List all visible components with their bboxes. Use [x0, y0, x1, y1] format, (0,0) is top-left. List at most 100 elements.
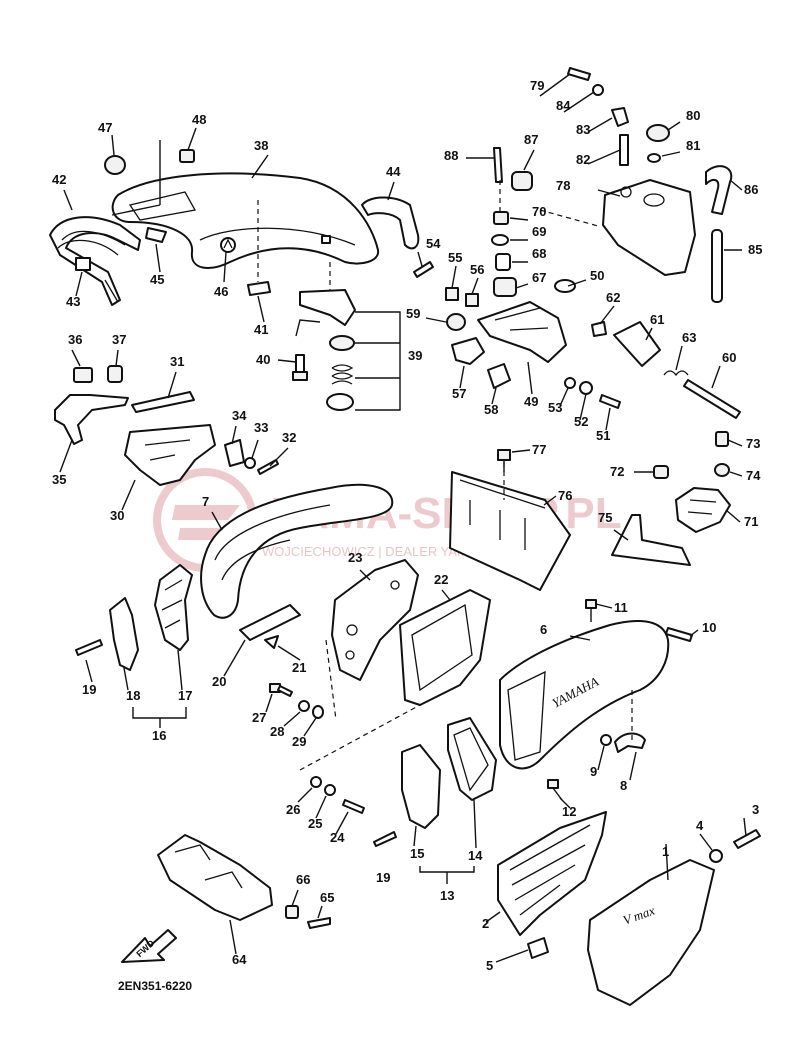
part-26-collar [310, 776, 322, 788]
part-64-tray [157, 834, 273, 921]
part-33-washer [244, 457, 256, 469]
callout-30: 30 [110, 508, 124, 523]
callout-7: 7 [202, 494, 209, 509]
part-9-washer [600, 734, 612, 746]
part-81-washer [647, 153, 661, 163]
callout-74: 74 [746, 468, 761, 483]
callout-37: 37 [112, 332, 126, 347]
part-8-bracket [614, 732, 646, 753]
callout-70: 70 [532, 204, 546, 219]
callout-67: 67 [532, 270, 546, 285]
part-68-collar [495, 253, 511, 271]
part-57-switch [451, 337, 485, 365]
callout-47: 47 [98, 120, 112, 135]
callout-65: 65 [320, 890, 334, 905]
part-71-bracket [675, 487, 731, 533]
part-53-washer [564, 377, 576, 389]
callout-14: 14 [468, 848, 483, 863]
part-40-bolt [292, 354, 308, 381]
callout-39: 39 [408, 348, 422, 363]
part-84-clamp [592, 84, 604, 96]
callout-42: 42 [52, 172, 66, 187]
callout-54: 54 [426, 236, 441, 251]
part-54-bolt [413, 261, 434, 278]
callout-21: 21 [292, 660, 306, 675]
part-43-clip [75, 257, 91, 271]
part-46-emblem [220, 237, 236, 253]
part-62-clip [591, 321, 607, 337]
part-44-handle [361, 196, 420, 250]
part-63-spring [663, 370, 689, 377]
part-86-hose [705, 165, 733, 215]
part-80-cap [646, 124, 670, 142]
part-85-hose [711, 229, 723, 303]
callout-18: 18 [126, 688, 140, 703]
part-67-damper [493, 277, 517, 297]
callout-2: 2 [482, 916, 489, 931]
part-50-clip [554, 279, 576, 293]
part-87-grommet [511, 171, 533, 191]
callout-82: 82 [576, 152, 590, 167]
part-72-grommet [653, 465, 669, 479]
callout-labels: 1 2 3 4 5 6 7 8 9 10 11 12 13 14 15 16 1… [52, 78, 762, 973]
part-83-clip [611, 107, 629, 127]
part-32-screw [257, 459, 279, 475]
callout-88: 88 [444, 148, 458, 163]
callout-75: 75 [598, 510, 612, 525]
callout-64: 64 [232, 952, 247, 967]
part-79-pin [567, 67, 591, 81]
callout-55: 55 [448, 250, 462, 265]
part-66-nut [285, 905, 299, 919]
callout-51: 51 [596, 428, 610, 443]
callout-72: 72 [610, 464, 624, 479]
callout-32: 32 [282, 430, 296, 445]
callout-34: 34 [232, 408, 247, 423]
callout-17: 17 [178, 688, 192, 703]
part-14-panel [447, 717, 497, 801]
part-37-nut [107, 365, 123, 383]
callout-78: 78 [556, 178, 570, 193]
callout-22: 22 [434, 572, 448, 587]
callout-8: 8 [620, 778, 627, 793]
callout-40: 40 [256, 352, 270, 367]
callout-24: 24 [330, 830, 345, 845]
callout-26: 26 [286, 802, 300, 817]
callout-13: 13 [440, 888, 454, 903]
part-22-panel [399, 589, 491, 706]
callout-1: 1 [662, 844, 669, 859]
part-58-plate [487, 363, 511, 389]
part-25-washer [324, 784, 336, 796]
callout-16: 16 [152, 728, 166, 743]
callout-57: 57 [452, 386, 466, 401]
part-55-nut [445, 287, 459, 301]
part-42-grab-rail [49, 216, 141, 306]
callout-69: 69 [532, 224, 546, 239]
part-52-washer [579, 381, 593, 395]
part-31-bar [131, 391, 195, 413]
callout-46: 46 [214, 284, 228, 299]
callout-62: 62 [606, 290, 620, 305]
part-12-screw [547, 779, 563, 801]
callout-77: 77 [532, 442, 546, 457]
part-19-bolt-right [373, 831, 397, 847]
callout-25: 25 [308, 816, 322, 831]
callout-15: 15 [410, 846, 424, 861]
callout-66: 66 [296, 872, 310, 887]
callout-29: 29 [292, 734, 306, 749]
part-38-cover [111, 172, 380, 269]
callout-81: 81 [686, 138, 700, 153]
part-70-nut [493, 211, 509, 225]
part-29-collar [312, 705, 324, 719]
callout-48: 48 [192, 112, 206, 127]
callout-36: 36 [68, 332, 82, 347]
leader-lines [111, 140, 633, 884]
callout-5: 5 [486, 958, 493, 973]
callout-52: 52 [574, 414, 588, 429]
callout-33: 33 [254, 420, 268, 435]
callout-56: 56 [470, 262, 484, 277]
callout-20: 20 [212, 674, 226, 689]
part-19-bolt-left [75, 639, 103, 656]
callout-76: 76 [558, 488, 572, 503]
part-45-plate [145, 227, 167, 243]
callout-61: 61 [650, 312, 664, 327]
